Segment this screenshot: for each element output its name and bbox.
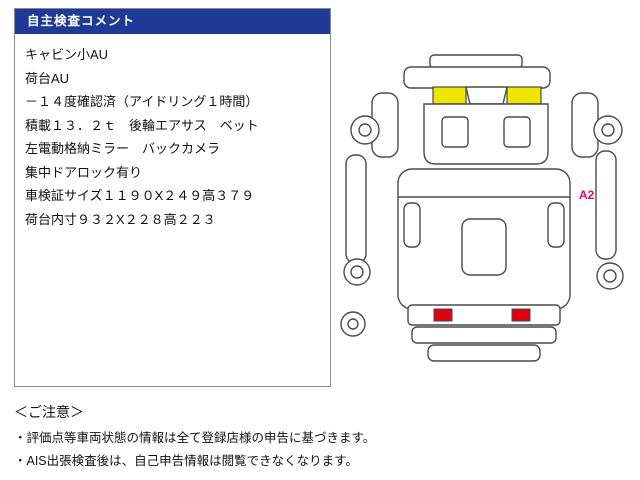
- cargo-left-wheelwell-shape: [403, 202, 421, 248]
- rear-left-lamp-highlight: [433, 308, 453, 322]
- comment-line: 荷台AU: [25, 70, 70, 86]
- cab-seat-left-shape: [441, 116, 469, 148]
- comment-line: 車検証サイズ１１９０X２４９高３７９: [25, 188, 255, 203]
- rear-panel-shape: [407, 304, 561, 326]
- comment-line: 集中ドアロック有り: [25, 164, 143, 180]
- rear-bumper-shape: [411, 326, 557, 344]
- comment-line: 左電動格納ミラー バックカメラ: [25, 141, 221, 156]
- windshield-left-highlight: [432, 86, 467, 105]
- comment-list: キャビン小AU 荷台AU －１４度確認済（アイドリング１時間） 積載１３．２ｔ …: [15, 34, 330, 240]
- left-side-rail-shape: [345, 154, 367, 264]
- front-right-wheel: [593, 115, 623, 145]
- cab-seat-right-shape: [503, 116, 531, 148]
- rear-lower-shape: [427, 344, 541, 362]
- spare-wheel: [340, 311, 366, 337]
- right-side-rail-shape: [595, 150, 617, 260]
- rear-right-wheel: [596, 262, 624, 290]
- caution-item: ・評価点等車両状態の情報は全て登録店様の申告に基づきます。: [14, 431, 376, 445]
- front-left-wheel: [350, 115, 380, 145]
- comment-line: キャビン小AU: [25, 47, 109, 62]
- right-fender-shape: [571, 92, 599, 158]
- inspection-comment-panel: 自主検査コメント キャビン小AU 荷台AU －１４度確認済（アイドリング１時間）…: [14, 8, 331, 387]
- panel-title: 自主検査コメント: [15, 9, 330, 34]
- front-roof-shape: [429, 54, 523, 69]
- caution-item: ・AIS出張検査後は、自己申告情報は閲覧できなくなります。: [14, 454, 358, 468]
- vehicle-inspection-diagram: A2: [340, 54, 624, 362]
- rear-right-lamp-highlight: [511, 308, 531, 322]
- caution-notes: ＜ご注意＞ ・評価点等車両状態の情報は全て登録店様の申告に基づきます。 ・AIS…: [14, 402, 375, 473]
- inspection-grade-label: A2: [579, 188, 595, 202]
- cargo-right-wheelwell-shape: [547, 202, 565, 248]
- front-bumper-shape: [403, 66, 551, 89]
- comment-line: －１４度確認済（アイドリング１時間）: [25, 94, 259, 109]
- rear-left-wheel: [343, 258, 371, 286]
- windshield-shape: [465, 86, 508, 105]
- windshield-right-highlight: [506, 86, 542, 105]
- comment-line: 積載１３．２ｔ 後輪エアサス ベット: [25, 117, 259, 133]
- caution-title: ＜ご注意＞: [14, 404, 84, 420]
- comment-line: 荷台内寸９３２X２２８高２２３: [25, 211, 216, 227]
- cargo-center-shape: [461, 218, 507, 276]
